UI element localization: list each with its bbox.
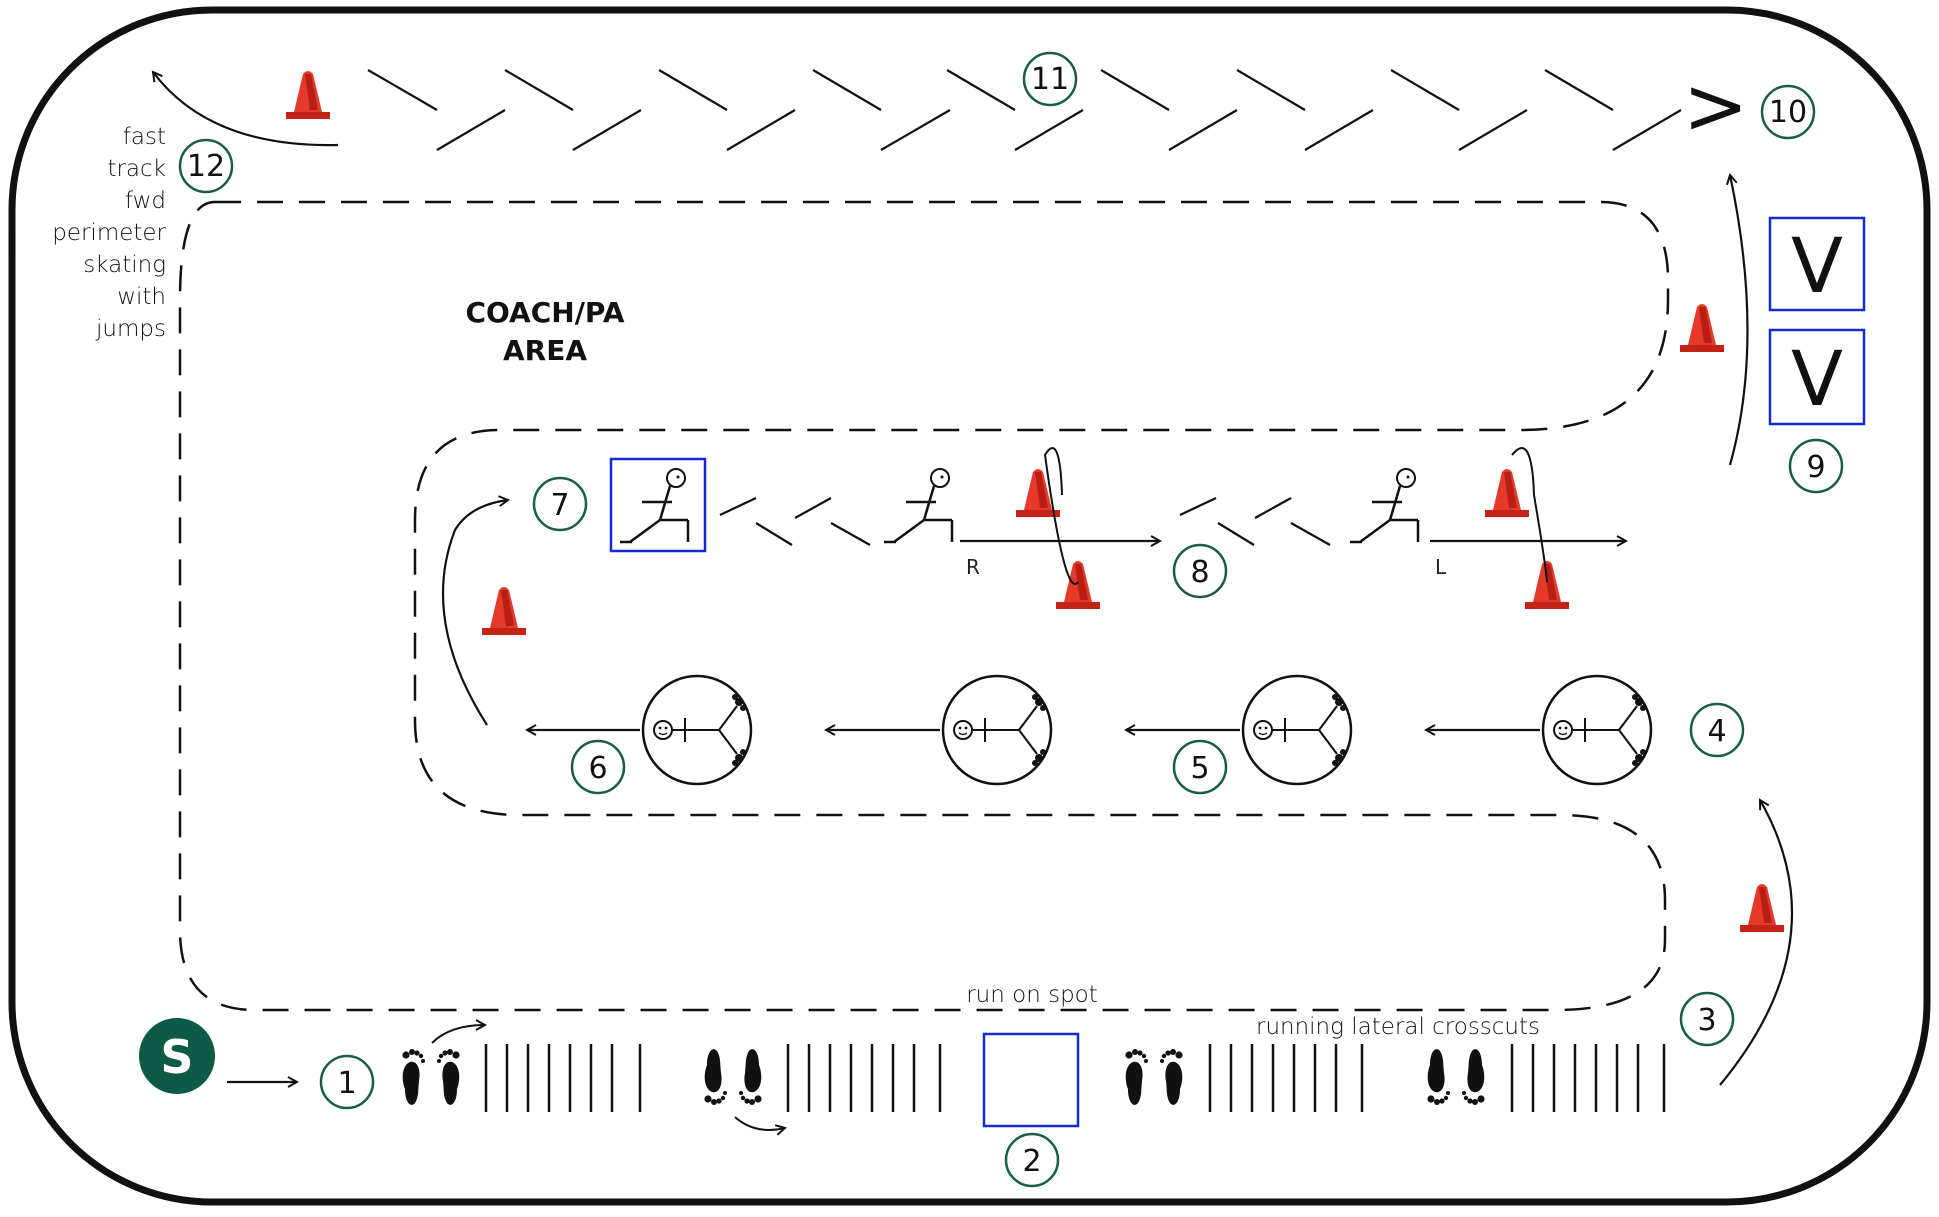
stick-figure-icon [941,674,1053,786]
svg-text:with: with [117,284,166,310]
arrow-icon [1730,175,1749,466]
station-7-box [609,457,707,553]
lunge-figure-icon [1348,467,1420,544]
station-number-10: 10 [1769,95,1807,130]
tick-lines [484,1044,1666,1112]
station-number-9: 9 [1806,450,1825,485]
stick-figure-icon [1541,674,1653,786]
station-number-3: 3 [1697,1003,1716,1038]
footprints-icon [1427,1049,1484,1105]
station-marker-11 [1022,51,1078,107]
cone-icon [1056,561,1100,609]
rink-border [8,6,1931,1206]
station-marker-3 [1679,991,1735,1047]
running-lateral-label: running lateral crosscuts [1256,1014,1540,1040]
svg-text:fast: fast [123,124,166,150]
side-label-l: L [1435,555,1447,579]
station-number-2: 2 [1022,1144,1041,1179]
stick-figure-icon [1241,674,1353,786]
cone-icon [1485,469,1529,517]
v-letter-top: V [1791,221,1843,310]
cone-icon [1680,304,1724,352]
arrow-icon [1533,494,1548,583]
arrow-icon [1511,447,1535,496]
run-on-spot-label: run on spot [966,982,1098,1008]
svg-text:perimeter: perimeter [52,220,166,246]
station-marker-5 [1172,739,1228,795]
arrow-icon [441,500,508,726]
station-marker-2 [1004,1132,1060,1188]
footprints-icon [1125,1049,1182,1105]
start-label: S [160,1030,193,1084]
station-marker-8 [1172,543,1228,599]
cone-icon [482,587,526,635]
lateral-zigzag-row [719,497,1331,546]
station-2-box [982,1032,1080,1128]
footprints-icon [402,1049,459,1105]
station-number-4: 4 [1707,714,1726,749]
fast-track-label: fast track fwd perimeter skating with ju… [52,124,166,342]
footprints-icon [704,1049,761,1105]
station-9-box-top [1768,216,1866,312]
station-marker-1 [319,1054,375,1110]
station-marker-7 [532,476,588,532]
svg-text:track: track [107,156,166,182]
stick-figure-icon [641,674,753,786]
station-number-11: 11 [1031,62,1069,97]
svg-text:jumps: jumps [95,316,166,342]
coach-area-label: COACH/PA [465,296,624,329]
station-9-box-bottom [1768,328,1866,426]
svg-text:fwd: fwd [125,188,166,214]
station-marker-12 [178,138,234,194]
arrow-icon [153,72,339,147]
station-marker-6 [570,739,626,795]
station-number-12: 12 [187,149,225,184]
top-zigzag-lines [367,69,1682,151]
station-number-5: 5 [1190,751,1209,786]
station-marker-10 [1760,84,1816,140]
cone-icon [1740,884,1784,932]
lunge-figure-icon [618,467,690,544]
station-number-8: 8 [1190,555,1209,590]
chevron-marker: > [1683,62,1748,152]
cone-icon [1525,561,1569,609]
lunge-figure-icon [882,467,954,544]
station-marker-4 [1689,702,1745,758]
side-label-r: R [966,555,980,579]
arrow-icon [431,1025,485,1044]
coach-area-label-2: AREA [503,334,587,367]
arrow-icon [1043,447,1079,585]
v-letter-bottom: V [1791,334,1843,423]
station-number-1: 1 [337,1066,356,1101]
station-number-7: 7 [550,488,569,523]
outer-dashed-track [178,200,1670,1012]
station-number-6: 6 [588,751,607,786]
cone-icon [286,71,330,119]
svg-text:skating: skating [83,252,166,278]
arrow-icon [1719,800,1794,1086]
station-marker-9 [1788,438,1844,494]
start-badge [139,1018,215,1094]
arrow-icon [734,1116,785,1130]
